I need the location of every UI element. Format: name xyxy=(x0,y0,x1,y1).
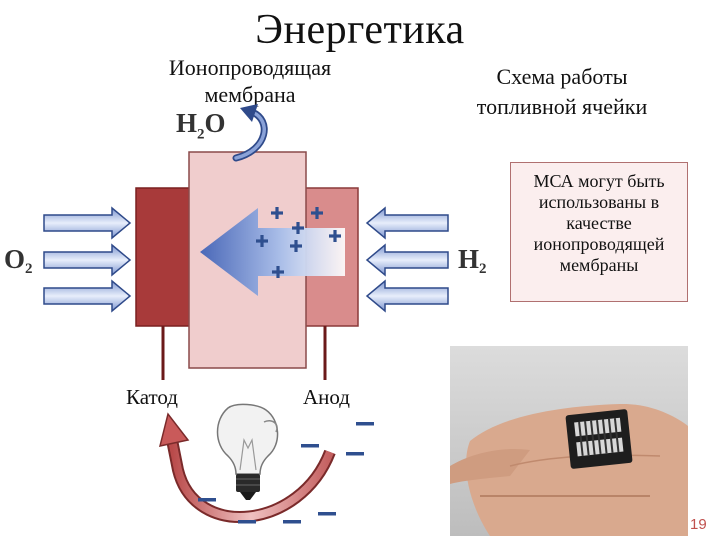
water-arrow-head xyxy=(240,104,258,122)
cathode-label: Катод xyxy=(126,385,178,409)
water-label: H2O xyxy=(176,108,226,143)
hand-with-chip-photo xyxy=(450,346,688,536)
hand-photo-drawing xyxy=(450,403,688,536)
anode-label: Анод xyxy=(303,385,350,409)
proton-signs xyxy=(256,207,341,278)
scheme-label: Схема работы топливной ячейки xyxy=(476,64,648,119)
page-number: 19 xyxy=(690,516,707,533)
cathode-plate xyxy=(135,187,192,327)
electron-signs xyxy=(198,422,374,524)
mca-note-box: МСА могут быть использованы в качестве и… xyxy=(510,162,688,302)
ion-flow-arrow xyxy=(200,208,345,296)
light-bulb-icon xyxy=(216,403,279,500)
membrane-label: Ионопроводящая мембрана xyxy=(168,55,332,107)
oxygen-inflow-arrows xyxy=(43,206,132,313)
oxygen-label: O2 xyxy=(4,244,33,277)
hydrogen-inflow-arrows xyxy=(365,206,449,313)
page-title: Энергетика xyxy=(255,7,465,53)
hydrogen-label: H2 xyxy=(458,244,487,277)
circuit-arrow-head xyxy=(158,412,190,447)
